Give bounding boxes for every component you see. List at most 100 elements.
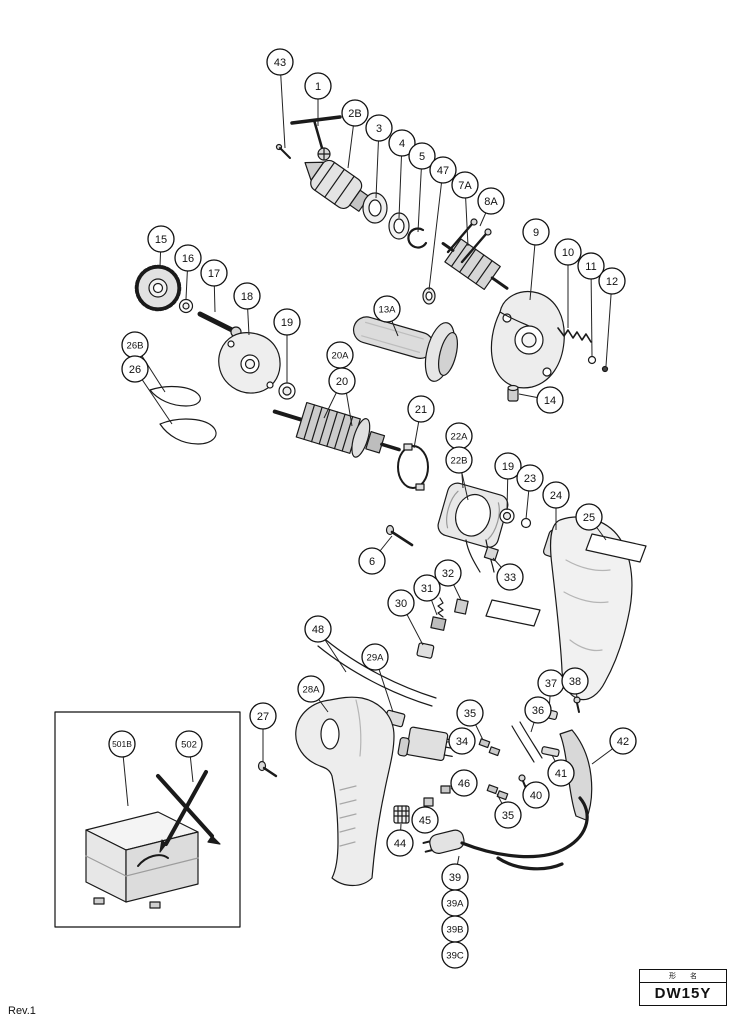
balloon-label: 28A bbox=[303, 684, 321, 695]
balloon-label: 14 bbox=[544, 395, 556, 407]
part-side-handle bbox=[352, 316, 459, 382]
balloon-label: 44 bbox=[394, 838, 406, 850]
balloon-circle bbox=[341, 99, 369, 127]
balloon-35: 35 bbox=[456, 699, 484, 727]
part-washer-and-shaft bbox=[178, 298, 242, 338]
balloon-3: 3 bbox=[365, 114, 393, 142]
balloon-circle bbox=[233, 282, 261, 310]
balloon-label: 39B bbox=[447, 924, 464, 935]
part-screw-6 bbox=[385, 524, 414, 547]
balloon-label: 3 bbox=[376, 123, 382, 135]
balloon-26B: 26B bbox=[121, 331, 149, 359]
balloon-circle bbox=[542, 481, 570, 509]
part-switch bbox=[397, 726, 456, 762]
model-field-label: 形 名 bbox=[640, 970, 726, 983]
balloon-18: 18 bbox=[233, 282, 261, 310]
balloon-circle bbox=[561, 667, 589, 695]
part-cord bbox=[422, 796, 589, 871]
balloon-20A: 20A bbox=[326, 341, 354, 369]
balloon-label: 4 bbox=[399, 138, 405, 150]
balloon-label: 34 bbox=[456, 736, 468, 748]
balloon-circle bbox=[147, 225, 175, 253]
balloon-32: 32 bbox=[434, 559, 462, 587]
balloon-circle bbox=[408, 142, 436, 170]
balloon-label: 33 bbox=[504, 572, 516, 584]
balloon-28A: 28A bbox=[297, 675, 325, 703]
balloon-label: 15 bbox=[155, 234, 167, 246]
balloon-circle bbox=[108, 730, 136, 758]
balloon-19: 19 bbox=[273, 308, 301, 336]
balloon-layer: 4312B345477A8A9101112151617181913A20A202… bbox=[108, 48, 637, 969]
balloon-label: 29A bbox=[367, 652, 385, 663]
balloon-circle bbox=[358, 547, 386, 575]
balloon-label: 20 bbox=[336, 376, 348, 388]
balloon-label: 25 bbox=[583, 512, 595, 524]
balloon-1: 1 bbox=[304, 72, 332, 100]
part-brush-cap bbox=[393, 797, 434, 824]
balloon-label: 24 bbox=[550, 490, 562, 502]
part-fan-guide bbox=[397, 443, 429, 491]
balloon-39C: 39C bbox=[441, 941, 469, 969]
balloon-label: 32 bbox=[442, 568, 454, 580]
balloon-37: 37 bbox=[537, 669, 565, 697]
balloon-17: 17 bbox=[200, 259, 228, 287]
balloon-label: 37 bbox=[545, 678, 557, 690]
part-oil-cap bbox=[507, 384, 519, 402]
balloon-circle bbox=[496, 563, 524, 591]
balloon-22A: 22A bbox=[445, 422, 473, 450]
balloon-40: 40 bbox=[522, 781, 550, 809]
balloon-label: 5 bbox=[419, 151, 425, 163]
balloon-label: 19 bbox=[502, 461, 514, 473]
balloon-label: 11 bbox=[585, 261, 596, 273]
balloon-4: 4 bbox=[388, 129, 416, 157]
balloon-label: 31 bbox=[421, 583, 433, 595]
balloon-circle bbox=[361, 643, 389, 671]
balloon-label: 39C bbox=[446, 950, 464, 961]
part-connectors bbox=[440, 738, 509, 801]
balloon-circle bbox=[328, 367, 356, 395]
balloon-circle bbox=[249, 702, 277, 730]
balloon-2B: 2B bbox=[341, 99, 369, 127]
part-gear-cover bbox=[490, 291, 565, 389]
balloon-label: 39A bbox=[447, 898, 465, 909]
balloon-label: 22B bbox=[451, 455, 468, 466]
leader-line bbox=[605, 280, 613, 367]
part-cord-armor bbox=[559, 729, 593, 821]
balloon-34: 34 bbox=[448, 727, 476, 755]
balloon-label: 20A bbox=[332, 350, 350, 361]
balloon-label: 26B bbox=[127, 340, 144, 351]
balloon-circle bbox=[494, 452, 522, 480]
balloon-circle bbox=[388, 129, 416, 157]
balloon-circle bbox=[304, 615, 332, 643]
balloon-39B: 39B bbox=[441, 915, 469, 943]
model-number: DW15Y bbox=[654, 985, 712, 1002]
balloon-circle bbox=[200, 259, 228, 287]
part-fan bbox=[351, 418, 371, 458]
balloon-circle bbox=[174, 244, 202, 272]
part-gear bbox=[134, 264, 182, 312]
balloon-circle bbox=[411, 806, 439, 834]
balloon-39A: 39A bbox=[441, 889, 469, 917]
balloon-circle bbox=[522, 781, 550, 809]
balloon-6: 6 bbox=[358, 547, 386, 575]
balloon-circle bbox=[413, 574, 441, 602]
balloon-502: 502 bbox=[175, 730, 203, 758]
part-screw-27 bbox=[257, 760, 278, 778]
part-bearing-front bbox=[278, 382, 296, 400]
part-drill-bits bbox=[156, 770, 221, 853]
balloon-label: 23 bbox=[524, 473, 536, 485]
balloon-label: 21 bbox=[415, 404, 427, 416]
balloon-label: 1 bbox=[315, 81, 321, 93]
balloon-33: 33 bbox=[496, 563, 524, 591]
part-carrying-case bbox=[85, 811, 199, 909]
balloon-30: 30 bbox=[387, 589, 415, 617]
balloon-11: 11 bbox=[577, 252, 605, 280]
part-armature bbox=[272, 401, 401, 458]
revision-label: Rev.1 bbox=[8, 1005, 36, 1017]
balloon-7A: 7A bbox=[451, 171, 479, 199]
balloon-label: 35 bbox=[464, 708, 476, 720]
balloon-circle bbox=[429, 156, 457, 184]
part-lead-wires bbox=[317, 639, 437, 707]
balloon-circle bbox=[365, 114, 393, 142]
